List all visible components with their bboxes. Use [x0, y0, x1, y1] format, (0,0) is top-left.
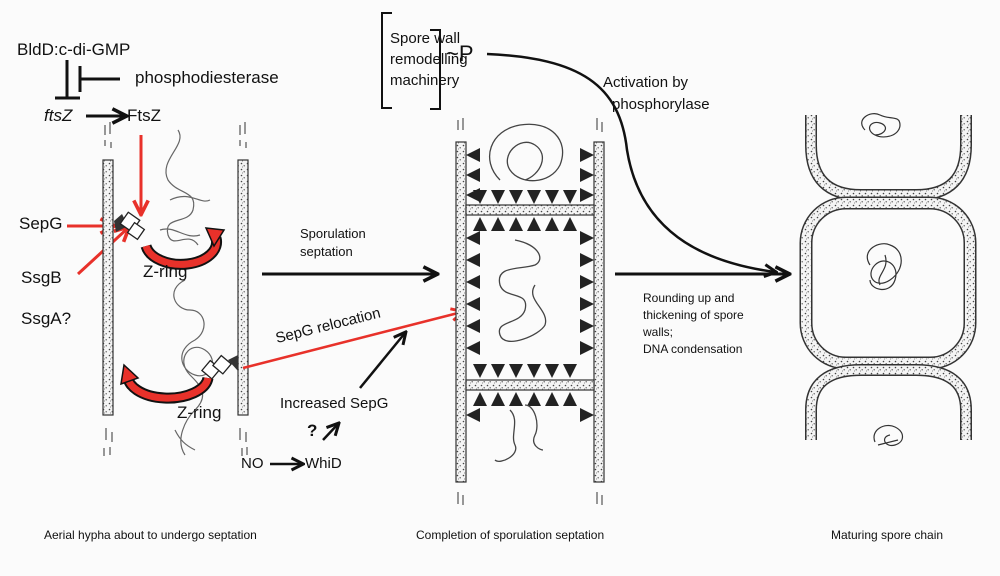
- septal-protein-triangles: [466, 148, 594, 422]
- machinery-right-bracket: [430, 29, 441, 110]
- septal-triangle: [580, 253, 594, 267]
- septal-triangle: [509, 364, 523, 378]
- septal-triangle: [466, 297, 480, 311]
- machinery-left-bracket: [381, 12, 392, 109]
- no-label: NO: [241, 455, 264, 472]
- septal-triangle: [545, 392, 559, 406]
- caption-stage3: Maturing spore chain: [831, 528, 944, 542]
- septal-triangle: [580, 188, 594, 202]
- rounding-line1: Rounding up and: [643, 291, 735, 305]
- bldd-label: BldD:c-di-GMP: [17, 40, 131, 59]
- zring-bottom-icon: [120, 363, 214, 404]
- ftsz-gene-label: ftsZ: [44, 106, 73, 125]
- septal-triangle: [466, 168, 480, 182]
- increased-sepg-label: Increased SepG: [280, 395, 389, 412]
- machinery-line1: Spore wall: [390, 30, 461, 47]
- hypha-right-wall: [237, 122, 249, 456]
- inhibition-bldd-icon: [55, 60, 80, 100]
- septal-triangle: [527, 217, 541, 231]
- dna-stage2-top: [489, 123, 564, 182]
- dna-stage2-bottom: [494, 404, 544, 462]
- ssgb-label: SsgB: [21, 268, 62, 287]
- septal-triangle: [580, 231, 594, 245]
- sepg-relocation-arrow-icon: [242, 312, 462, 370]
- septal-triangle: [473, 392, 487, 406]
- septal-triangle: [466, 188, 480, 202]
- dna-stage2-middle: [498, 239, 547, 342]
- septal-triangle: [527, 190, 541, 204]
- septal-triangle: [580, 341, 594, 355]
- phosphodiesterase-label: phosphodiesterase: [135, 68, 279, 87]
- spore-chain: [799, 115, 977, 440]
- septation-line2: septation: [300, 244, 353, 259]
- septal-triangle: [545, 364, 559, 378]
- activation-curve-arrow-icon: [486, 52, 775, 272]
- septal-triangle: [466, 148, 480, 162]
- rounding-line3: walls;: [643, 325, 674, 339]
- dna-spore-bottom: [873, 424, 904, 447]
- septal-triangle: [473, 364, 487, 378]
- caption-stage1: Aerial hypha about to undergo septation: [44, 528, 257, 542]
- phospho-label: ~P: [446, 41, 474, 66]
- whid-label: WhiD: [305, 455, 342, 472]
- inhibition-phosphodiesterase-icon: [78, 66, 120, 92]
- septal-triangle: [580, 168, 594, 182]
- septal-triangle: [491, 217, 505, 231]
- septal-triangle: [527, 392, 541, 406]
- septated-hypha: [455, 118, 605, 505]
- ftsz-protein-label: FtsZ: [127, 106, 161, 125]
- septal-triangle: [545, 217, 559, 231]
- septal-triangle: [580, 297, 594, 311]
- septal-triangle: [466, 231, 480, 245]
- rounding-line2: thickening of spore: [643, 308, 744, 322]
- dna-spore-middle: [866, 243, 902, 290]
- unknown-mechanism-label: ?: [307, 421, 318, 440]
- dna-spore-top: [861, 113, 901, 138]
- zring-top-icon: [140, 227, 226, 270]
- septal-triangle: [466, 341, 480, 355]
- septal-triangle: [509, 217, 523, 231]
- activation-line1: Activation by: [603, 74, 689, 91]
- septal-triangle: [491, 364, 505, 378]
- dna-strand-upper: [159, 129, 211, 246]
- septal-triangle: [580, 275, 594, 289]
- septal-triangle: [563, 364, 577, 378]
- septal-triangle: [563, 392, 577, 406]
- rounding-line4: DNA condensation: [643, 342, 743, 356]
- septal-triangle: [580, 148, 594, 162]
- activation-line2: phosphorylase: [612, 96, 710, 113]
- septation-line1: Sporulation: [300, 226, 366, 241]
- sepg-label: SepG: [19, 214, 63, 233]
- septal-triangle: [466, 253, 480, 267]
- septal-complex-bottom: [200, 354, 238, 380]
- septal-triangle: [466, 319, 480, 333]
- septal-triangle: [580, 408, 594, 422]
- septal-triangle: [509, 190, 523, 204]
- zring-top-label: Z-ring: [143, 262, 188, 281]
- machinery-line2: remodelling: [390, 51, 468, 68]
- septal-complex-top: [114, 211, 146, 241]
- whid-to-sepg-arrow-icon: [322, 424, 338, 441]
- caption-stage2: Completion of sporulation septation: [416, 528, 605, 542]
- septal-triangle: [491, 392, 505, 406]
- septal-triangle: [545, 190, 559, 204]
- septal-triangle: [473, 217, 487, 231]
- septal-triangle: [563, 190, 577, 204]
- septal-triangle: [466, 275, 480, 289]
- hypha-left-wall: [102, 122, 114, 456]
- septal-triangle: [509, 392, 523, 406]
- septal-triangle: [563, 217, 577, 231]
- septal-triangle: [580, 319, 594, 333]
- septal-triangle: [491, 190, 505, 204]
- machinery-line3: machinery: [390, 72, 460, 89]
- ssga-label: SsgA?: [21, 309, 72, 328]
- increased-sepg-arrow-icon: [359, 333, 405, 389]
- septal-triangle: [527, 364, 541, 378]
- zring-bottom-label: Z-ring: [177, 403, 222, 422]
- septal-triangle: [466, 408, 480, 422]
